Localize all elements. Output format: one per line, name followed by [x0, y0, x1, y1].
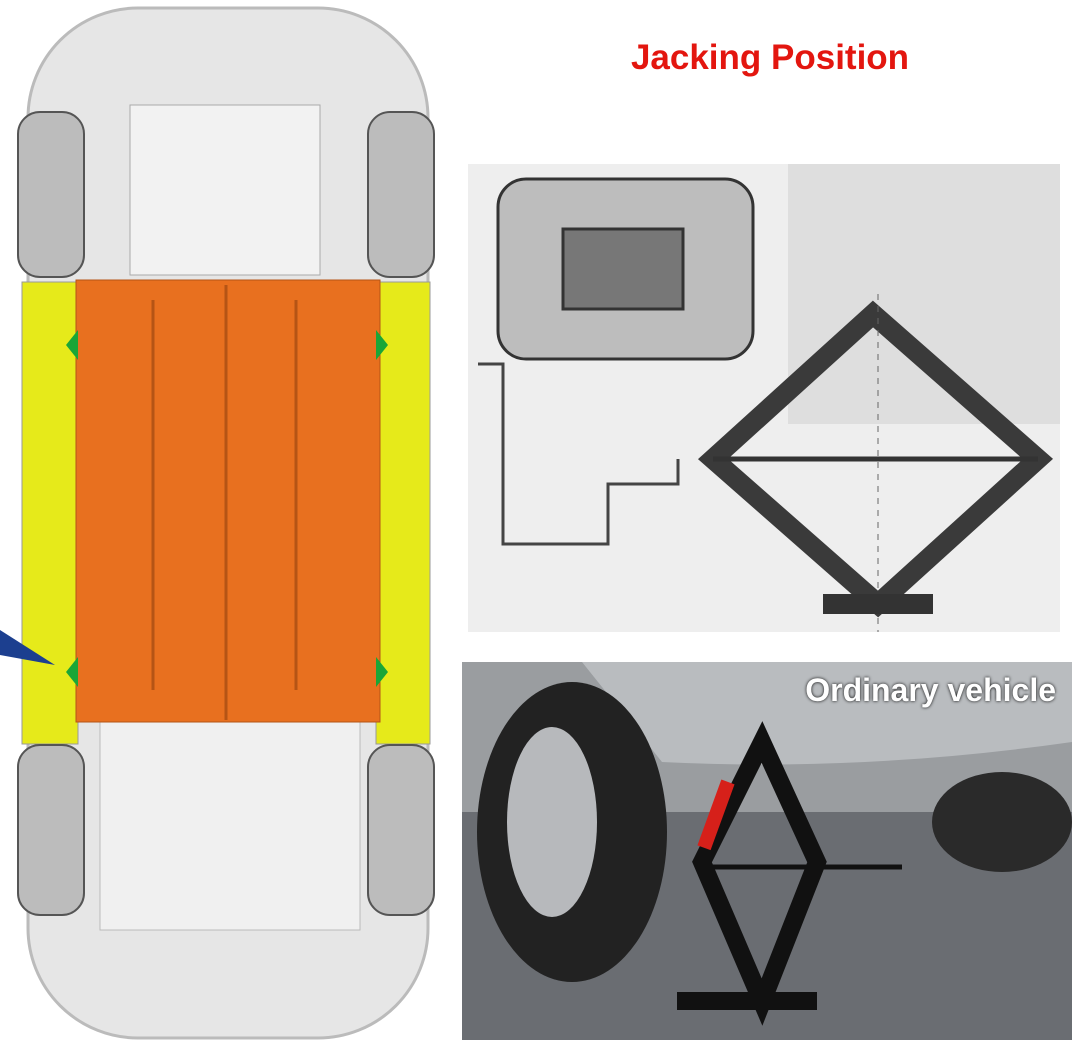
- photo-label: Ordinary vehicle: [805, 672, 1056, 708]
- jack-handle: [478, 362, 680, 546]
- pointer-arrow: [0, 630, 55, 665]
- jack-point-icons: [66, 330, 388, 687]
- jack-point-rear-left: [66, 657, 78, 687]
- jack-point-front-left: [66, 330, 78, 360]
- ordinary-vehicle-photo: Ordinary vehicle: [462, 662, 1072, 1040]
- front-plate: [129, 104, 321, 276]
- jack-point-front-right: [376, 330, 388, 360]
- rim: [507, 727, 597, 917]
- jacking-diagram: [468, 164, 1060, 632]
- jack-point-rear-right: [376, 657, 388, 687]
- jack-label: [697, 779, 735, 851]
- page-title: Jacking Position: [630, 38, 910, 77]
- car-underbody-diagram: [0, 6, 435, 1040]
- car-sill: [582, 662, 1072, 765]
- battery-pack: [75, 279, 381, 723]
- left-rail: [21, 281, 79, 745]
- wheels: [17, 111, 435, 916]
- right-rail: [375, 281, 431, 745]
- rear-subframe: [99, 719, 361, 931]
